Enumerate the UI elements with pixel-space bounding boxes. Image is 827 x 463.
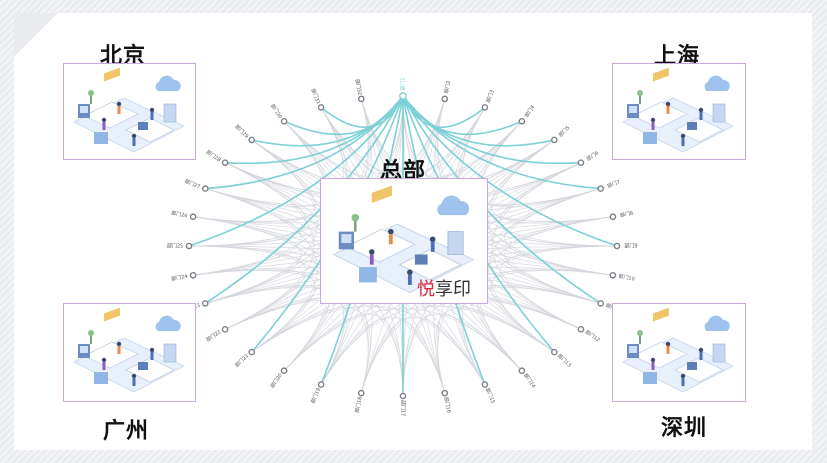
network-node	[221, 159, 229, 166]
link-muted	[360, 317, 486, 394]
node-label: 部门13	[556, 352, 573, 369]
network-node	[481, 381, 489, 388]
node-label: 部门30	[269, 103, 284, 121]
network-node	[357, 389, 365, 397]
link-muted	[251, 307, 371, 394]
node-label: 部门9	[624, 243, 637, 250]
network-node	[221, 326, 229, 333]
network-node	[518, 367, 526, 375]
office-illustration-icon	[73, 67, 185, 153]
network-node	[357, 95, 365, 103]
link-muted	[188, 245, 307, 330]
network-node	[481, 104, 489, 111]
network-node	[577, 159, 585, 166]
network-node	[189, 271, 197, 279]
network-node	[597, 300, 605, 307]
office-card-shenzhen[interactable]	[612, 303, 746, 402]
network-node	[399, 92, 407, 100]
corner-fold	[14, 13, 58, 57]
link-muted	[193, 216, 302, 304]
office-card-guangzhou[interactable]	[63, 303, 196, 402]
node-label: 部门21	[234, 352, 251, 369]
network-node	[201, 185, 209, 192]
office-card-beijing[interactable]	[63, 63, 196, 160]
network-node	[609, 213, 617, 221]
node-label: 部门4	[523, 104, 536, 119]
network-node	[441, 389, 449, 397]
node-label: 部门24	[171, 273, 188, 283]
network-node	[280, 117, 288, 125]
link-muted	[193, 188, 302, 276]
node-label: 部门27	[183, 178, 201, 191]
brand-logo: 悦享印	[417, 275, 471, 301]
node-label: 部门5	[557, 124, 571, 138]
node-label: 部门2	[443, 80, 452, 94]
network-node	[248, 348, 255, 356]
network-node	[201, 300, 209, 307]
node-label: 部门17	[400, 400, 407, 416]
label-shenzhen: 深圳	[661, 416, 708, 441]
node-label: 部门6	[585, 149, 600, 162]
office-illustration-icon	[73, 307, 185, 393]
link-muted	[193, 268, 316, 353]
link-active	[402, 95, 601, 190]
link-muted	[193, 139, 316, 224]
network-node	[280, 367, 288, 375]
network-node	[185, 242, 193, 250]
brand-part1: 悦	[417, 279, 435, 300]
node-label: 部门16	[442, 396, 452, 413]
network-node	[609, 271, 617, 279]
network-node	[597, 185, 605, 192]
network-node	[551, 136, 558, 144]
network-node	[248, 136, 255, 144]
link-muted	[504, 188, 613, 276]
node-label: 部门28	[205, 149, 223, 164]
node-label: 部门15	[484, 387, 497, 405]
node-label: 部门8	[619, 210, 633, 219]
office-card-shanghai[interactable]	[612, 63, 746, 160]
link-active	[251, 95, 404, 147]
link-muted	[435, 307, 555, 394]
network-node	[189, 213, 197, 221]
office-illustration-icon	[622, 67, 734, 153]
node-label: 部门14	[522, 372, 537, 390]
node-label: 部门22	[205, 329, 223, 344]
node-label: 部门12	[584, 329, 602, 344]
node-label: 部门31	[309, 87, 322, 105]
network-node	[399, 392, 407, 400]
node-label: 部门7	[606, 178, 621, 190]
node-label: 部门10	[618, 273, 635, 283]
network-node	[551, 348, 558, 356]
network-node	[317, 381, 325, 388]
office-illustration-icon	[622, 307, 734, 393]
link-active	[283, 95, 404, 136]
node-label: 部门19	[309, 387, 322, 405]
office-card-hq[interactable]: 悦享印	[320, 178, 488, 304]
node-label: 部门29	[234, 123, 251, 140]
label-guangzhou: 广州	[103, 419, 150, 444]
node-label: 部门3	[484, 89, 496, 104]
link-muted	[320, 317, 446, 394]
node-label: 部门25	[167, 243, 183, 250]
network-node	[317, 104, 325, 111]
node-label: 部门32	[353, 78, 363, 95]
network-node	[577, 326, 585, 333]
link-active	[402, 95, 618, 247]
network-node	[613, 242, 621, 250]
network-node	[518, 117, 526, 125]
node-label: 部门20	[269, 372, 284, 390]
network-node	[441, 95, 449, 103]
node-label: 部门26	[171, 209, 188, 219]
brand-part2: 享印	[435, 279, 471, 300]
node-label: 部门1	[400, 77, 407, 90]
link-active	[320, 95, 404, 129]
node-label: 部门18	[353, 396, 363, 413]
